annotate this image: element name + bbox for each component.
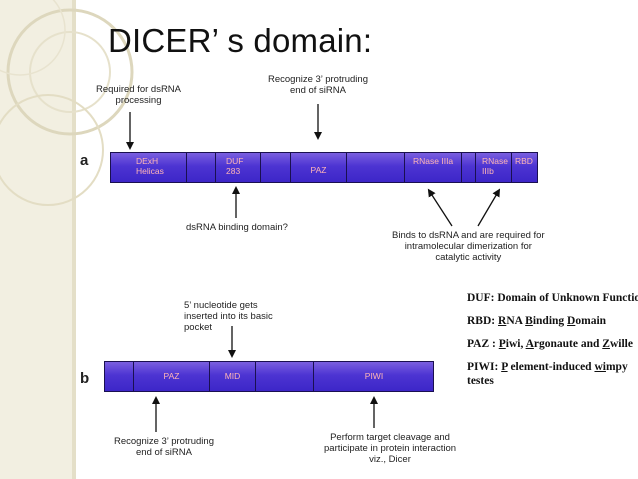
panel-b-label: b	[80, 370, 90, 387]
annotation-dsrna-binding: dsRNA binding domain?	[186, 222, 288, 233]
seg-paz-a: PAZ	[291, 153, 347, 182]
seg-duf283: DUF 283	[216, 153, 261, 182]
seg-a-blank-4	[462, 153, 476, 182]
abbreviation-legend: DUF: Domain of Unknown Function RBD: RNA…	[467, 291, 638, 397]
slide-title: DICER’ s domain:	[108, 22, 373, 59]
seg-a-blank-2	[261, 153, 291, 182]
seg-mid: MID	[210, 362, 256, 391]
seg-rnase-iiia: RNase IIIa	[405, 153, 462, 182]
seg-b-blank-2	[256, 362, 314, 391]
annotation-nucleotide: 5’ nucleotide gets inserted into its bas…	[184, 300, 273, 333]
domain-bar-a: DExH Helicas DUF 283 PAZ RNase IIIa RNas…	[110, 152, 538, 183]
legend-piwi: PIWI: P element-induced wimpy testes	[467, 361, 628, 387]
seg-b-blank-1	[105, 362, 134, 391]
annotation-required-dsrna: Required for dsRNA processing	[96, 84, 182, 106]
seg-piwi: PIWI	[364, 371, 384, 381]
panel-a-label: a	[80, 152, 89, 169]
seg-rnase-iiib: RNase IIIb	[476, 153, 512, 182]
seg-rbd: RBD	[515, 156, 533, 166]
legend-rbd: RBD: RNA Binding Domain	[467, 315, 607, 327]
arrow-binds-rnase-iiib	[477, 188, 501, 227]
seg-paz-b: PAZ	[134, 362, 210, 391]
seg-a-blank-3	[347, 153, 405, 182]
legend-paz: PAZ : Piwi, Argonaute and Zwille	[467, 338, 633, 350]
legend-duf: DUF: Domain of Unknown Function	[467, 292, 638, 304]
seg-a-blank-1	[187, 153, 216, 182]
annotation-perform-cleavage: Perform target cleavage and participate …	[324, 432, 457, 465]
annotation-recognize-3-bottom: Recognize 3’ protruding end of siRNA	[114, 436, 214, 458]
annotation-recognize-3-top: Recognize 3’ protruding end of siRNA	[268, 74, 368, 96]
seg-dexh-helicas: DExH Helicas	[111, 153, 187, 182]
annotation-binds-dsrna: Binds to dsRNA and are required for intr…	[392, 230, 545, 263]
arrow-binds-rnase-iiia	[427, 188, 453, 227]
domain-bar-b: PAZ MID PIWI	[104, 361, 434, 392]
